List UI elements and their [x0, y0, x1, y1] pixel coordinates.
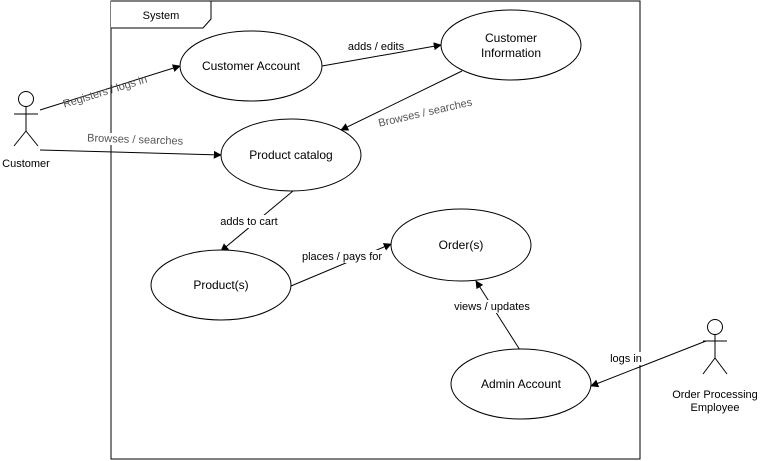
actor-employee-label-line1: Order Processing: [672, 389, 758, 401]
edge-adds-edits: [321, 42, 442, 67]
edge-logs-in: [590, 340, 707, 388]
edge-labels: Registers / logs in Browses / searches a…: [62, 41, 644, 365]
use-case-customer-information: Customer Information: [440, 9, 582, 81]
label-adds-to-cart: adds to cart: [220, 216, 277, 228]
edge-browses-info: [340, 70, 463, 131]
label-browses-customer: Browses / searches: [87, 132, 184, 147]
use-case-customer-information-line2: Information: [481, 46, 541, 60]
actor-customer: [13, 91, 39, 147]
use-case-products: Product(s): [150, 249, 292, 321]
actor-employee: [702, 319, 728, 375]
use-case-product-catalog-label: Product catalog: [249, 148, 332, 162]
system-label: System: [143, 10, 180, 22]
use-case-admin-account: Admin Account: [450, 348, 592, 420]
use-case-customer-account: Customer Account: [179, 30, 323, 102]
system-boundary: System: [110, 0, 641, 460]
use-case-orders: Order(s): [390, 208, 532, 282]
edge-registers: [39, 64, 181, 111]
label-browses-info: Browses / searches: [377, 96, 474, 129]
use-case-products-label: Product(s): [193, 278, 248, 292]
use-case-customer-information-line1: Customer: [485, 31, 537, 45]
edge-views-updates: [475, 280, 521, 351]
use-case-customer-account-label: Customer Account: [202, 59, 301, 73]
actor-customer-label: Customer: [2, 158, 50, 170]
label-views-updates: views / updates: [454, 301, 530, 313]
label-places-pays: places / pays for: [302, 251, 382, 263]
label-adds-edits: adds / edits: [348, 41, 405, 53]
use-case-admin-account-label: Admin Account: [481, 377, 562, 391]
actor-customer-head: [18, 91, 34, 107]
actor-employee-label-line2: Employee: [691, 402, 740, 414]
actor-employee-head: [707, 319, 723, 335]
edge-browses-customer: [39, 149, 222, 159]
edges: [39, 42, 707, 388]
use-case-orders-label: Order(s): [439, 238, 484, 252]
label-registers: Registers / logs in: [62, 74, 149, 111]
label-logs-in: logs in: [610, 353, 642, 365]
use-case-product-catalog: Product catalog: [220, 118, 362, 192]
